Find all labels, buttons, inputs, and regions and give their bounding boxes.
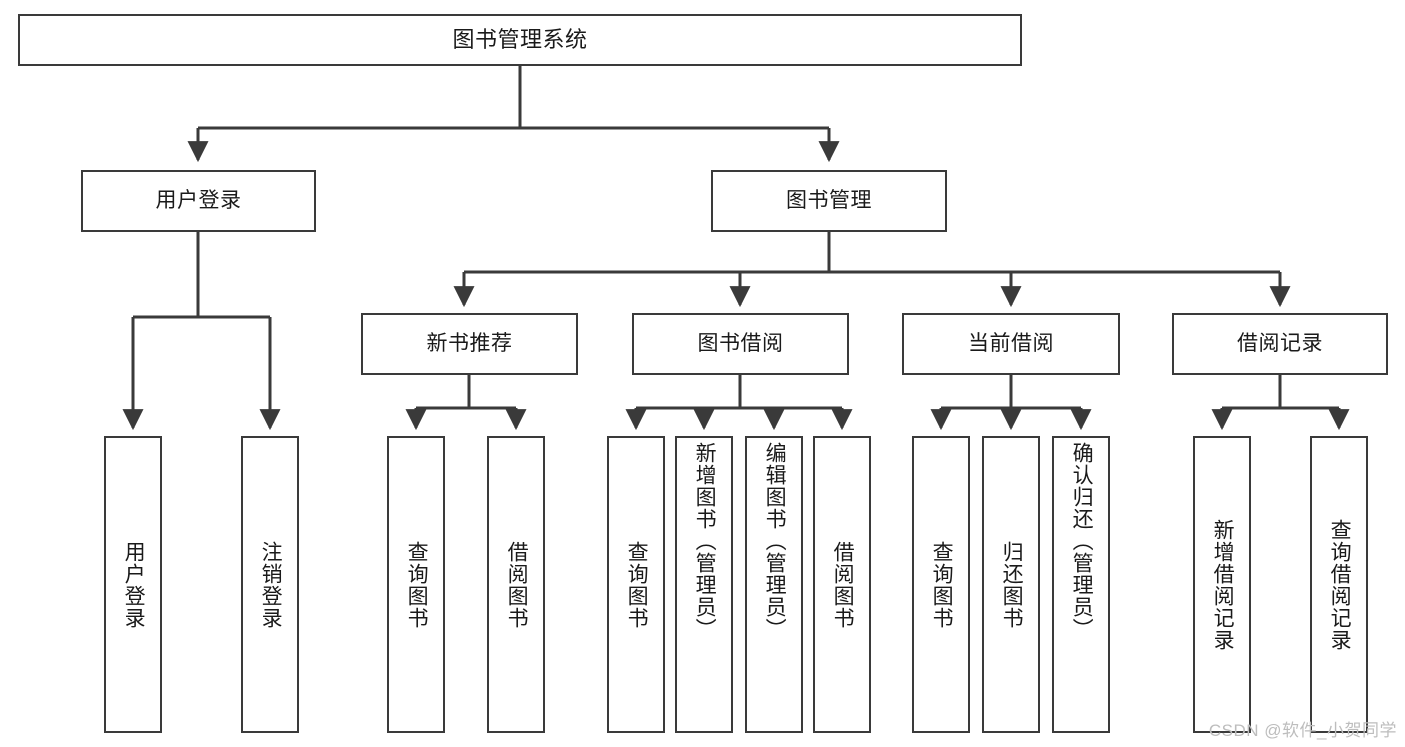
node-label: 归还图书	[1000, 540, 1024, 629]
node-label: 新增图书（管理员）	[693, 442, 717, 640]
node-root-system[interactable]: 图书管理系统	[18, 14, 1022, 66]
leaf-borrow-edit-book-admin[interactable]: 编辑图书（管理员）	[745, 436, 803, 733]
node-borrow-record[interactable]: 借阅记录	[1172, 313, 1388, 375]
node-user-login[interactable]: 用户登录	[81, 170, 316, 232]
node-label: 图书借阅	[697, 332, 784, 356]
leaf-user-login-logout[interactable]: 注销登录	[241, 436, 299, 733]
node-label: 图书管理系统	[452, 26, 588, 52]
node-label: 用户登录	[122, 540, 146, 629]
node-label: 新书推荐	[426, 332, 513, 356]
csdn-watermark: CSDN @软件_小贺同学	[1208, 721, 1397, 740]
leaf-borrow-borrow-book[interactable]: 借阅图书	[813, 436, 871, 733]
node-label: 确认归还（管理员）	[1070, 442, 1094, 640]
node-label: 查询图书	[625, 540, 649, 629]
node-current-borrow[interactable]: 当前借阅	[902, 313, 1120, 375]
leaf-recommend-query-book[interactable]: 查询图书	[387, 436, 445, 733]
node-label: 用户登录	[155, 189, 242, 213]
leaf-record-add-record[interactable]: 新增借阅记录	[1193, 436, 1251, 733]
node-label: 新增借阅记录	[1211, 518, 1235, 651]
node-label: 借阅图书	[505, 540, 529, 629]
leaf-user-login-login[interactable]: 用户登录	[104, 436, 162, 733]
node-label: 当前借阅	[968, 332, 1054, 356]
node-label: 查询借阅记录	[1328, 518, 1352, 651]
node-book-management[interactable]: 图书管理	[711, 170, 947, 232]
node-label: 借阅图书	[831, 540, 855, 629]
node-label: 注销登录	[259, 540, 283, 629]
node-label: 图书管理	[786, 189, 872, 213]
node-new-book-recommend[interactable]: 新书推荐	[361, 313, 578, 375]
leaf-recommend-borrow-book[interactable]: 借阅图书	[487, 436, 545, 733]
leaf-borrow-add-book-admin[interactable]: 新增图书（管理员）	[675, 436, 733, 733]
leaf-record-query-record[interactable]: 查询借阅记录	[1310, 436, 1368, 733]
leaf-borrow-query-book[interactable]: 查询图书	[607, 436, 665, 733]
node-label: 查询图书	[405, 540, 429, 629]
leaf-current-query-book[interactable]: 查询图书	[912, 436, 970, 733]
node-book-borrow[interactable]: 图书借阅	[632, 313, 849, 375]
node-label: 借阅记录	[1237, 332, 1323, 356]
leaf-current-return-book[interactable]: 归还图书	[982, 436, 1040, 733]
node-label: 查询图书	[930, 540, 954, 629]
leaf-current-confirm-return-admin[interactable]: 确认归还（管理员）	[1052, 436, 1110, 733]
node-label: 编辑图书（管理员）	[763, 442, 787, 640]
